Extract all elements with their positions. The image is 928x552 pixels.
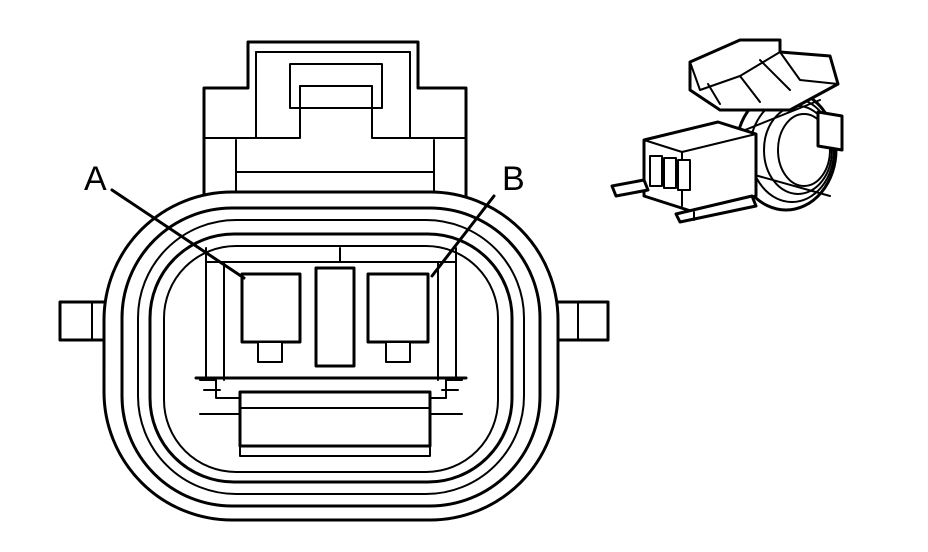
connector-face-view: A B xyxy=(58,40,610,522)
leader-line-a xyxy=(110,188,246,280)
terminal-label-b: B xyxy=(502,160,525,198)
center-divider xyxy=(314,266,356,368)
terminal-cavity-a xyxy=(240,272,302,363)
leader-line-b xyxy=(430,194,496,278)
isometric-guide-rails xyxy=(610,178,758,224)
terminal-cavity-frame xyxy=(205,247,457,381)
connector-isometric-view xyxy=(610,38,844,224)
bottom-latch xyxy=(194,376,468,457)
terminal-label-a: A xyxy=(84,160,107,198)
isometric-top-latch xyxy=(688,38,844,152)
top-lock-tab xyxy=(202,40,468,202)
isometric-plug-housing xyxy=(642,120,758,214)
terminal-cavity-b xyxy=(366,272,430,363)
